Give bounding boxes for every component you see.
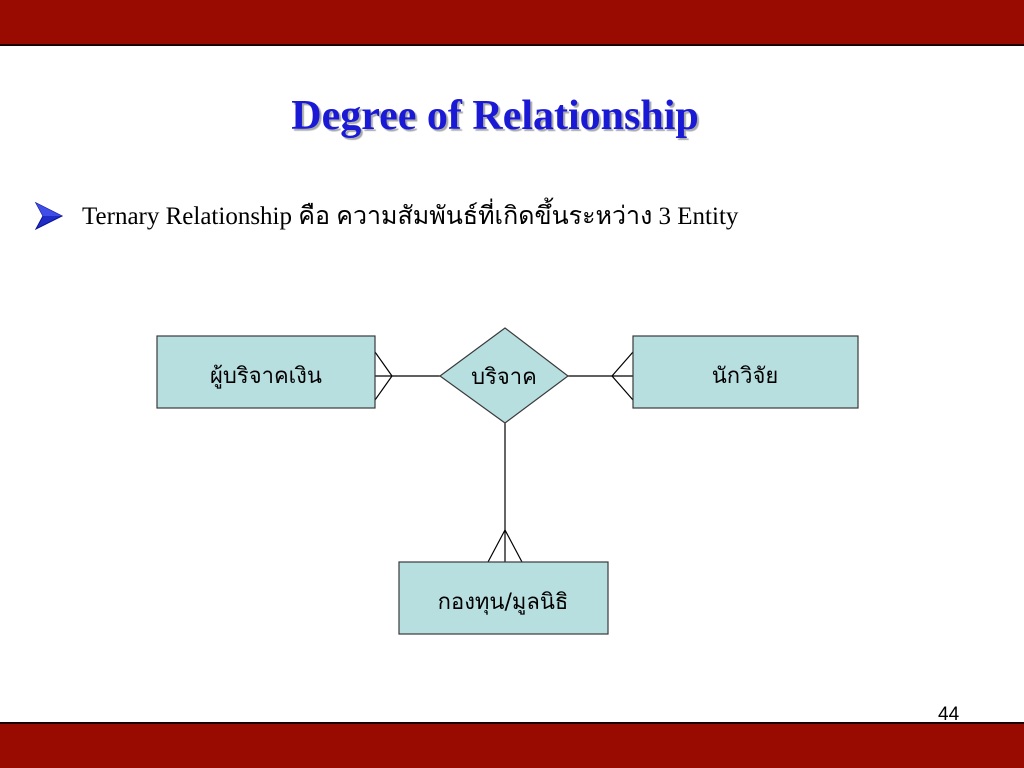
donor-crows-foot xyxy=(374,351,393,401)
bullet-point: Ternary Relationship คือ ความสัมพันธ์ที่… xyxy=(34,196,738,236)
bottom-banner xyxy=(0,722,1024,768)
connector-lines xyxy=(374,351,634,563)
fund-crows-foot xyxy=(487,528,523,563)
bullet-text: Ternary Relationship คือ ความสัมพันธ์ที่… xyxy=(82,203,739,230)
entity-donor: ผู้บริจาคเงิน xyxy=(156,335,376,409)
entity-fund: กองทุน/มูลนิธิ xyxy=(398,561,609,635)
bullet-arrow-icon xyxy=(34,201,64,231)
researcher-crows-foot xyxy=(611,351,634,401)
relationship-donate: บริจาค xyxy=(438,327,569,424)
entity-researcher: นักวิจัย xyxy=(632,335,859,409)
relationship-label: บริจาค xyxy=(471,365,537,390)
entity-donor-label: ผู้บริจาคเงิน xyxy=(210,364,322,389)
page-number: 44 xyxy=(938,704,960,725)
top-banner xyxy=(0,0,1024,46)
entity-researcher-label: นักวิจัย xyxy=(712,364,779,389)
entity-fund-label: กองทุน/มูลนิธิ xyxy=(438,590,569,615)
slide-title: Degree of Relationship xyxy=(291,93,699,139)
